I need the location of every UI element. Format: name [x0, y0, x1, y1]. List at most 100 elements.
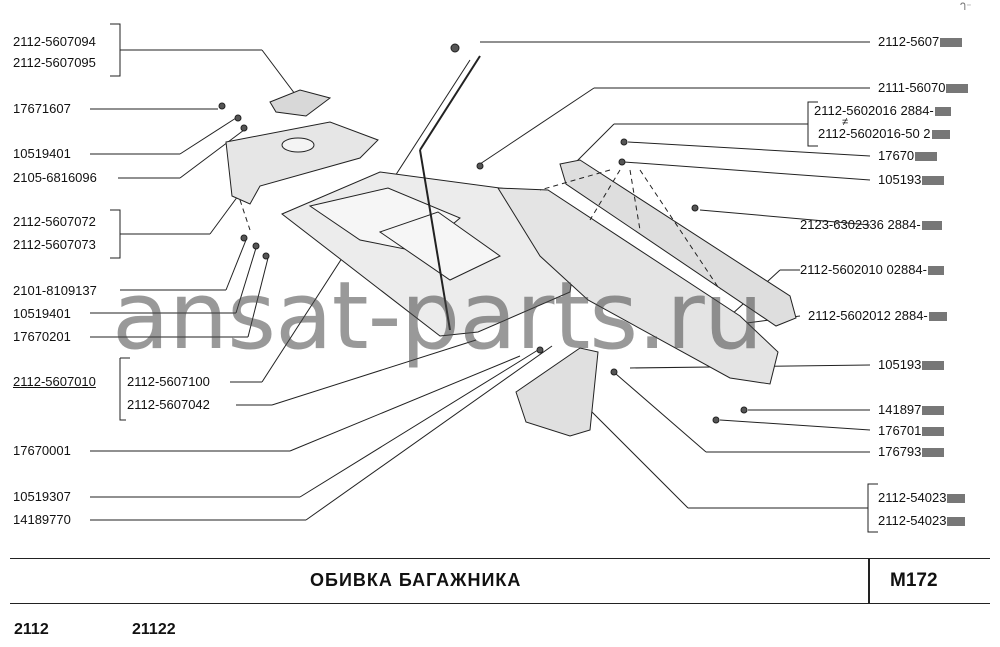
leader-line [289, 355, 521, 452]
redaction-mask [947, 494, 966, 504]
part-label: 2112-5607042 [127, 397, 210, 412]
leader-line [261, 49, 299, 99]
leader-line [719, 419, 871, 431]
support-rod-lower [419, 149, 451, 331]
leader-line [305, 345, 553, 521]
redaction-mask [946, 84, 969, 94]
part-label: 105193 [878, 172, 945, 188]
assembly-line [239, 199, 251, 231]
part-label: 2112-5602012 2884- [808, 308, 947, 324]
part-label: 141897 [878, 402, 945, 418]
part-label: 2112-5607073 [13, 237, 96, 252]
shelf-recess-2 [378, 211, 501, 281]
bracket-right-bottom [867, 483, 878, 533]
redaction-mask [922, 448, 945, 458]
leader-line [179, 129, 245, 179]
assembly-line [639, 169, 721, 291]
fastener [450, 43, 460, 53]
not-equal-mark: ≠ [842, 116, 849, 128]
fastener [252, 242, 260, 250]
part-label: 2105-6816096 [13, 170, 97, 185]
title-divider [868, 558, 870, 604]
part-label: 2111-56070 [878, 80, 969, 96]
diagram-title: ОБИВКА БАГАЖНИКА [310, 570, 522, 590]
fastener [610, 368, 618, 376]
part-label: 2112-5607094 [13, 34, 96, 49]
corner-mark: ᒉ⁻ [960, 2, 972, 13]
leader-line [627, 141, 871, 157]
bracket-low-left [119, 358, 126, 421]
model-label: 21122 [132, 621, 176, 638]
part-label: 176701 [878, 423, 945, 439]
fastener [536, 346, 544, 354]
fastener [691, 204, 699, 212]
leader-line [479, 87, 595, 165]
assembly-line [539, 169, 611, 191]
redaction-mask [928, 266, 944, 276]
fastener [476, 162, 484, 170]
part-label: 10519401 [13, 306, 71, 321]
redaction-mask [922, 406, 945, 416]
part-label: 10519307 [13, 489, 71, 504]
part-label: 14189770 [13, 512, 71, 527]
leader-line [179, 117, 237, 155]
leader-line [271, 339, 477, 406]
bracket-mid-left [110, 209, 121, 259]
redaction-mask [922, 176, 945, 186]
bracket-top-left [110, 23, 121, 77]
part-label: 10519401 [13, 146, 71, 161]
part-label: 2112-5602016 2884- [814, 103, 951, 119]
speaker-cover [269, 89, 332, 117]
assembly-line [589, 169, 621, 221]
part-label: 17671607 [13, 101, 71, 116]
fastener [262, 252, 270, 260]
leader-line [623, 161, 871, 181]
rear-panel-trim [497, 187, 779, 385]
diagram-code: M172 [890, 570, 938, 591]
part-label: 2112-5607072 [13, 214, 96, 229]
part-label: 2112-5607010 [13, 374, 96, 389]
part-label: 2112-5607100 [127, 374, 210, 389]
part-label: 2112-5607 [878, 34, 963, 50]
leader-line [299, 349, 539, 498]
title-block [10, 558, 990, 604]
redaction-mask [928, 312, 947, 322]
assembly-line [629, 169, 641, 231]
part-label: 2123-6302336 2884- [800, 217, 942, 233]
leader-line [615, 373, 707, 453]
part-label: 17670 [878, 148, 938, 164]
redaction-mask [931, 130, 950, 140]
watermark-text: ansat-parts.ru [112, 262, 763, 371]
fastener [620, 138, 628, 146]
leader-line [235, 247, 257, 314]
redaction-mask [934, 107, 951, 117]
part-label: 105193 [878, 357, 945, 373]
part-label: 2112-54023 [878, 490, 966, 506]
model-label: 2112 [14, 621, 49, 638]
part-label: 2112-5607095 [13, 55, 96, 70]
redaction-mask [922, 361, 945, 371]
side-trim-panel [225, 121, 379, 205]
leader-line [225, 239, 247, 291]
part-label: 17670001 [13, 443, 71, 458]
redaction-mask [940, 38, 963, 48]
support-rod [419, 55, 481, 151]
fastener [218, 102, 226, 110]
leader-line [579, 399, 689, 509]
fastener [240, 234, 248, 242]
redaction-mask [947, 517, 966, 527]
leader-line [209, 195, 239, 235]
leader-line [699, 209, 871, 226]
upper-sill-trim [559, 159, 797, 327]
part-label: 2112-54023 [878, 513, 966, 529]
fastener [740, 406, 748, 414]
redaction-mask [915, 152, 938, 162]
fastener [712, 416, 720, 424]
storage-box [515, 347, 599, 437]
leader-line [247, 257, 269, 338]
redaction-mask [922, 427, 945, 437]
part-label: 2101-8109137 [13, 283, 97, 298]
fastener [240, 124, 248, 132]
fastener [234, 114, 242, 122]
